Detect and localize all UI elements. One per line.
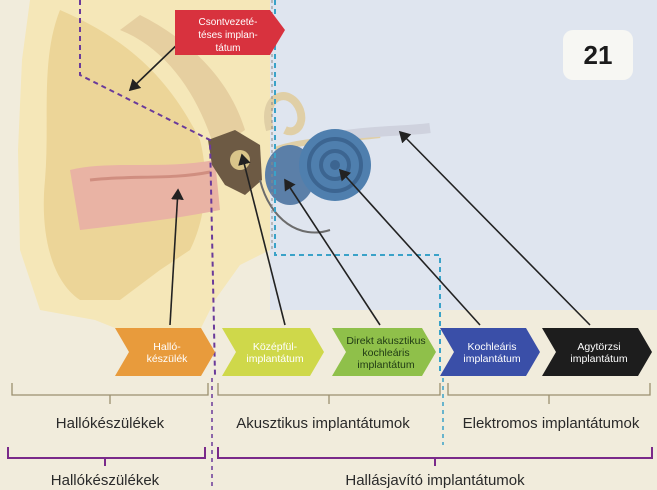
device-label-line1: Agytörzsi xyxy=(577,341,620,353)
bone-conduction-callout: Csontvezeté- téses implan- tátum xyxy=(175,10,285,55)
device-label-line1: Direkt akusztikus xyxy=(346,335,425,347)
group-label-hearing-aids: Hallókészülékek xyxy=(56,415,165,432)
device-label-line2: készülék xyxy=(147,353,189,365)
device-label-line1: Halló- xyxy=(153,341,181,353)
device-label-line2: implantátum xyxy=(463,353,520,365)
callout-line1: Csontvezeté- xyxy=(199,17,258,28)
device-label-line3: implantátum xyxy=(357,359,414,371)
device-hearing-aid: Halló-készülék xyxy=(115,328,215,376)
device-label-line1: Kochleáris xyxy=(467,341,516,353)
group2-label-hearing-implants: Hallásjavító implantátumok xyxy=(345,472,525,489)
device-label-line2: implantátum xyxy=(570,353,627,365)
group-label-acoustic-implants: Akusztikus implantátumok xyxy=(236,415,410,432)
device-label-line2: implantátum xyxy=(246,353,303,365)
device-middle-ear-implant: Középfül-implantátum xyxy=(222,328,324,376)
device-label-line2: kochleáris xyxy=(362,347,409,359)
figure-number: 21 xyxy=(584,40,613,70)
group2-label-hearing-aids: Hallókészülékek xyxy=(51,472,160,489)
device-label-line1: Középfül- xyxy=(253,341,298,353)
callout-line3: tátum xyxy=(215,43,240,54)
device-row: Halló-készülékKözépfül-implantátumDirekt… xyxy=(115,328,652,376)
group-label-electric-implants: Elektromos implantátumok xyxy=(463,415,640,432)
callout-line2: téses implan- xyxy=(198,30,257,41)
